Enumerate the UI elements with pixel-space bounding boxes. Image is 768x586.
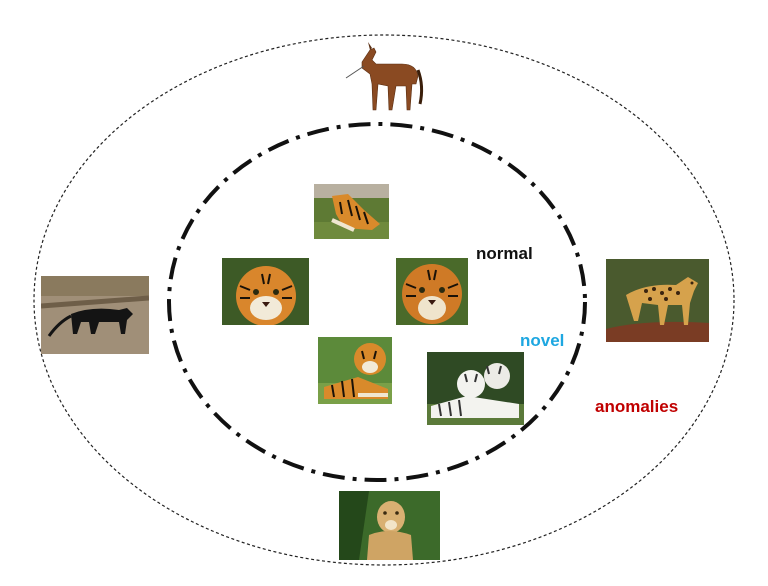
inner-ellipse — [167, 122, 587, 482]
anomalies-label: anomalies — [595, 397, 679, 416]
tiger-sitting-image — [318, 337, 392, 404]
black-panther-image — [41, 276, 149, 354]
jaguar-image — [606, 259, 709, 342]
normal-label: normal — [476, 244, 533, 263]
outer-ellipse — [33, 34, 735, 566]
lioness-image — [339, 491, 440, 560]
white-tigers-image — [427, 352, 524, 425]
horse-image — [332, 38, 426, 116]
tiger-face-right-image — [396, 258, 468, 325]
tiger-face-left-image — [222, 258, 309, 325]
tiger-lying-image — [314, 184, 389, 239]
novel-label: novel — [520, 331, 565, 350]
